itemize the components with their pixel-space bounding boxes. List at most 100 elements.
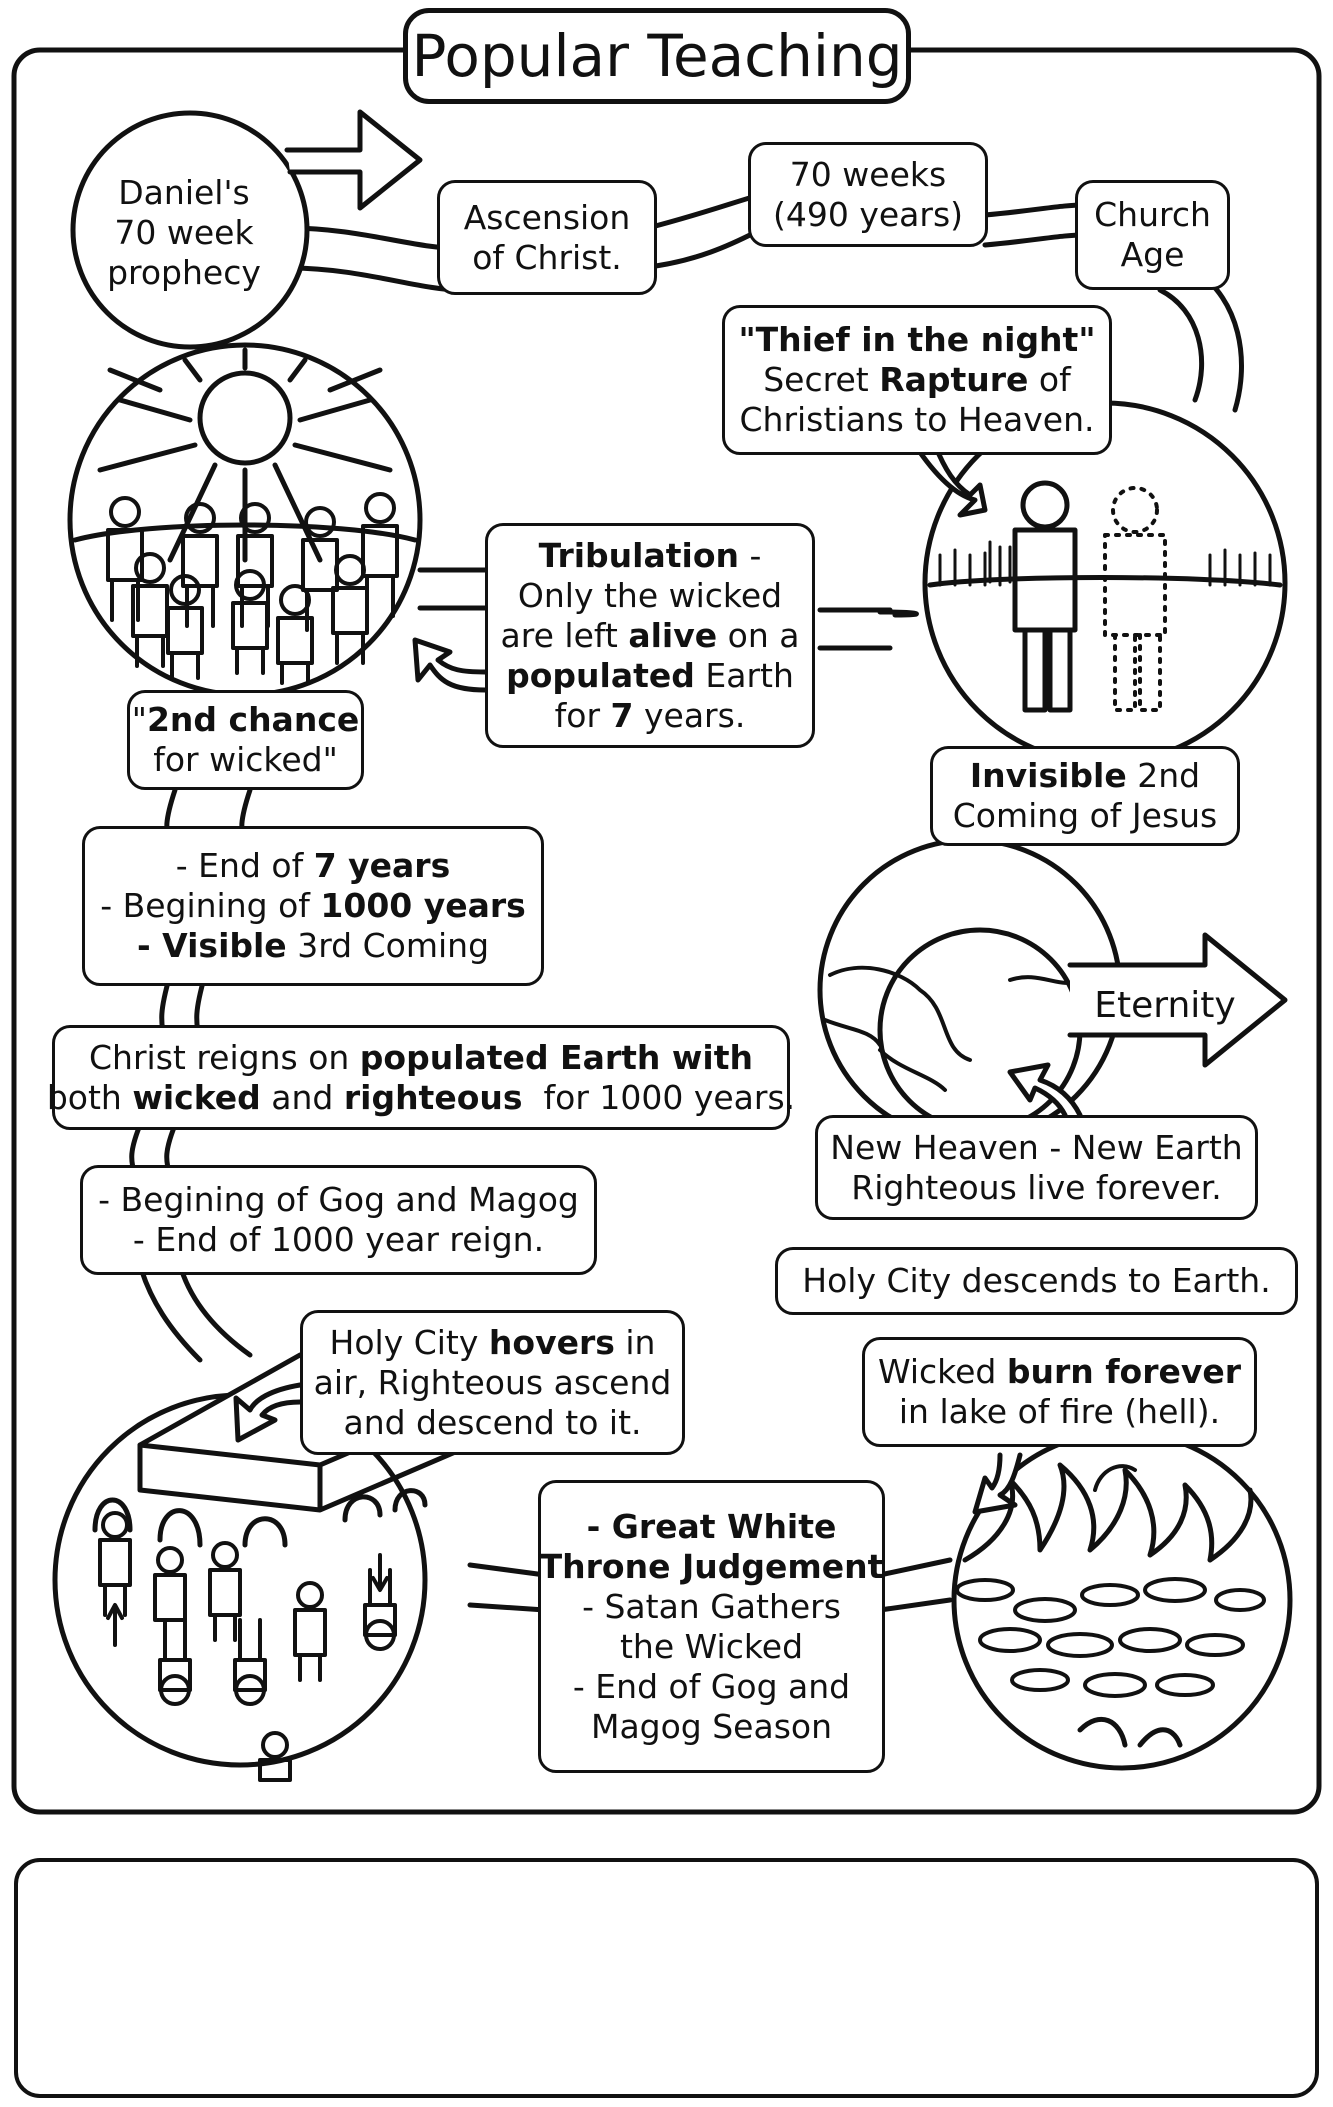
text-segment: the Wicked [619,1626,804,1666]
rapture-pointer-arrow-icon [912,442,988,518]
text-line: Invisible 2nd [970,756,1200,796]
new-earth-pointer-arrow-icon [1007,1062,1083,1118]
text-line: - End of Gog and [573,1667,850,1707]
seven-years-box: - End of 7 years- Begining of 1000 years… [82,826,544,986]
sun-crowd-illustration [67,342,423,698]
text-segment: air, Righteous ascend [313,1362,672,1402]
text-segment: for [554,695,611,735]
text-segment: Only the wicked [517,575,783,615]
text-line: for 7 years. [555,696,746,736]
text-segment: hovers [488,1322,615,1362]
text-line: Righteous live forever. [851,1167,1222,1207]
text-segment: - End of Gog and [572,1666,851,1706]
text-segment: Holy City [329,1322,489,1362]
rapture-illustration [912,400,1288,766]
text-line: - End of 1000 year reign. [132,1220,545,1259]
text-segment: Secret [763,360,880,399]
text-segment: - [739,535,762,575]
text-segment: on a [717,615,800,655]
text-segment: - Satan Gathers [582,1586,841,1626]
page-title: Popular Teaching [403,8,911,104]
text-segment: in [614,1322,656,1362]
holy-city-pointer-arrow-icon [233,1382,303,1443]
start-arrow-icon [284,109,423,211]
text-segment: Wicked [877,1352,1007,1391]
text-segment: are left [500,615,629,655]
text-line: air, Righteous ascend [314,1363,672,1403]
text-line: Wicked burn forever [878,1352,1241,1392]
text-segment: burn forever [1006,1352,1242,1391]
text-line: "Thief in the night" [738,320,1095,360]
text-segment: years. [633,695,746,735]
lake-of-fire-illustration [951,1429,1293,1771]
text-segment: 1000 years [320,886,526,925]
text-segment: " [131,700,147,739]
text-segment: 2nd chance [146,700,360,739]
text-segment: and [260,1077,344,1117]
text-line: Christ reigns on populated Earth with [89,1038,753,1078]
text-line: - End of 7 years [176,846,450,886]
text-line: are left alive on a [501,616,800,656]
text-line: Church [1094,195,1211,234]
text-segment: Rapture [879,360,1029,399]
text-segment: and descend to it. [343,1402,642,1442]
tribulation-arrow-icon [412,637,488,693]
text-line: Coming of Jesus [953,796,1218,836]
text-line: populated Earth [506,656,794,696]
text-line: - Visible 3rd Coming [137,926,489,966]
text-line: Ascension [463,197,631,237]
text-line: Tribulation - [539,536,762,576]
start-circle [70,110,310,350]
text-line: both wicked and righteous for 1000 years… [47,1078,795,1118]
text-segment: for wicked" [153,740,338,779]
text-line: Daniel's [118,172,250,212]
text-segment: of [1028,360,1071,399]
text-line: Throne Judgement [540,1547,884,1587]
text-segment: - Great White [586,1506,837,1546]
text-segment: - Begining of [100,886,321,925]
text-segment: Throne Judgement [539,1546,884,1586]
text-segment: 7 years [313,846,451,885]
text-line: Age [1120,235,1185,274]
blank-notes-box [14,1858,1319,2098]
text-segment: Magog Season [590,1706,833,1746]
text-segment: Earth [694,655,794,695]
text-line: the Wicked [620,1627,803,1667]
text-line: 70 weeks [789,154,947,194]
text-segment: populated [506,655,695,695]
text-segment: populated Earth with [359,1037,753,1077]
text-line: Christians to Heaven. [739,400,1094,440]
text-line: (490 years) [772,194,964,234]
text-line: in lake of fire (hell). [899,1392,1220,1432]
eternity-label: Eternity [1094,984,1236,1026]
text-segment: Invisible [969,756,1127,795]
text-segment: in lake of fire (hell). [898,1392,1221,1431]
text-segment: Coming of Jesus [952,796,1218,835]
text-segment: Christ reigns on [89,1037,360,1077]
text-segment: for 1000 years. [522,1077,796,1117]
text-line: for wicked" [153,740,338,780]
text-line: - Great White [587,1507,837,1547]
text-line: and descend to it. [343,1403,641,1443]
text-segment: righteous [343,1077,523,1117]
text-segment: - Visible [136,926,287,965]
text-line: "2nd chance [132,700,360,740]
gog-magog-box: - Begining of Gog and Magog- End of 1000… [80,1165,597,1275]
text-segment: "Thief in the night" [738,320,1096,359]
text-segment: both [46,1077,133,1117]
seventy-weeks-box: 70 weeks(490 years) [748,142,988,247]
text-segment: wicked [132,1077,261,1117]
text-segment: 7 [610,695,634,735]
text-line: 70 week [114,212,254,252]
lake-pointer-arrow-icon [972,1452,1023,1515]
